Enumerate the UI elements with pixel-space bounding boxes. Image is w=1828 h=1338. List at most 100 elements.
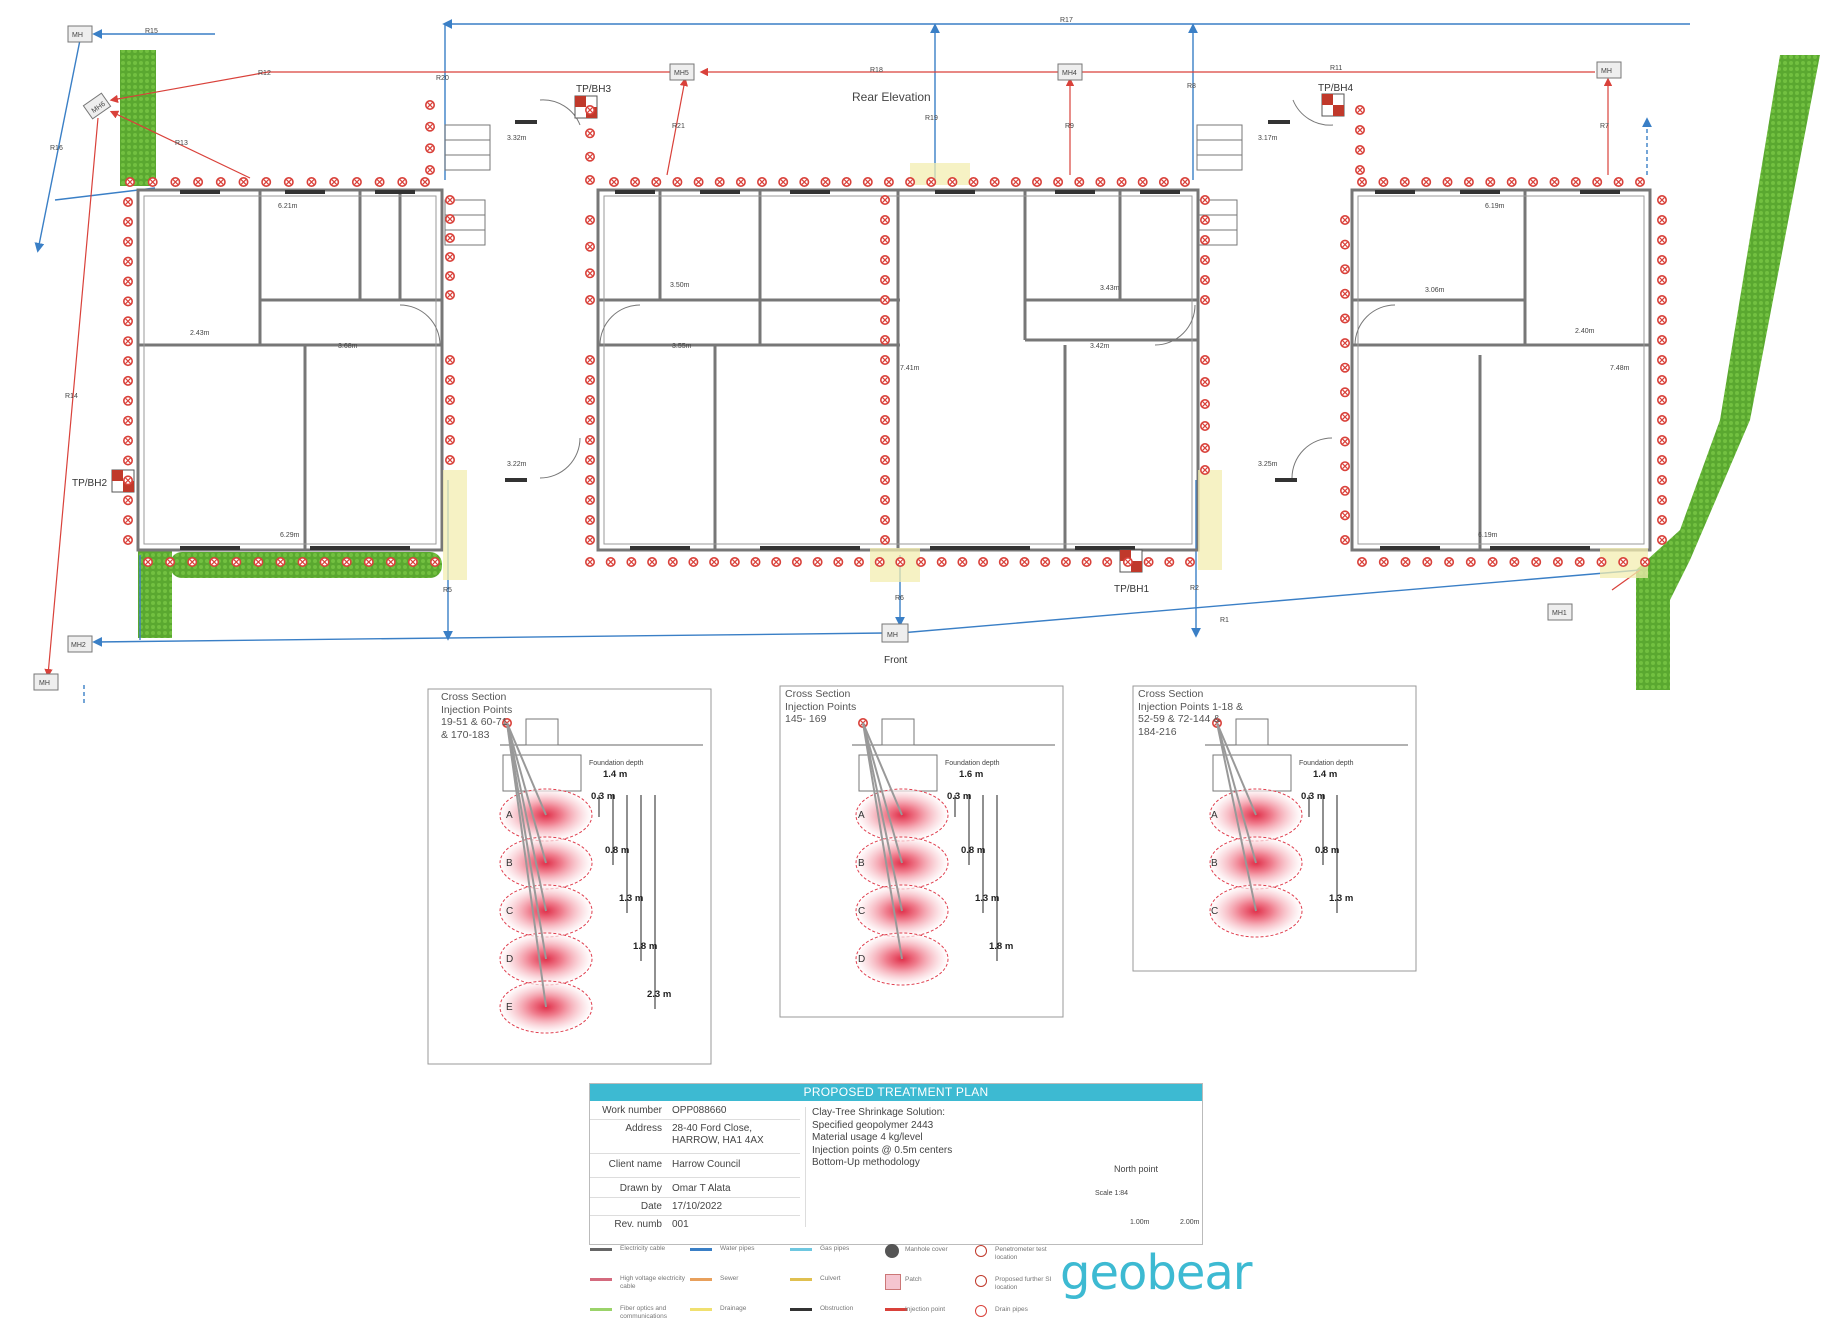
legend-label: Fiber optics and communications bbox=[620, 1305, 667, 1320]
injection-point bbox=[756, 177, 768, 187]
injection-point bbox=[735, 177, 746, 187]
injection-point bbox=[879, 294, 891, 306]
legend-label: High voltage electricity cable bbox=[620, 1275, 686, 1290]
legend-label: Proposed further SI location bbox=[995, 1276, 1052, 1291]
injection-point bbox=[1081, 556, 1092, 568]
injection-point bbox=[584, 175, 596, 185]
injection-point bbox=[351, 177, 362, 187]
tb-row-client: Client name Harrow Council bbox=[590, 1159, 800, 1178]
injection-point bbox=[1032, 177, 1042, 187]
injection-point bbox=[879, 354, 891, 366]
hedge-right bbox=[1636, 55, 1820, 690]
injection-point bbox=[1122, 556, 1133, 568]
scale-label: Scale 1:84 bbox=[1095, 1190, 1129, 1197]
injection-point bbox=[165, 556, 176, 568]
level-label: E bbox=[506, 1002, 513, 1013]
injection-point bbox=[123, 197, 133, 207]
borehole-markers bbox=[111, 93, 1345, 573]
run-labels: R15 R16 R17 R18 R19 R20 R21 R13 R14 R12 … bbox=[50, 17, 1609, 624]
foundation-block bbox=[1235, 718, 1269, 746]
svg-text:6.29m: 6.29m bbox=[280, 532, 300, 539]
injection-point bbox=[147, 177, 158, 187]
injection-lance bbox=[506, 722, 547, 912]
legend-swatch bbox=[590, 1278, 612, 1281]
injection-point bbox=[1095, 177, 1106, 187]
xs2-subtitle: Injection Points bbox=[785, 700, 857, 713]
injection-point bbox=[853, 556, 865, 568]
injection-point bbox=[1574, 556, 1585, 568]
injection-point bbox=[688, 556, 699, 568]
legend-swatch bbox=[790, 1278, 812, 1281]
injection-point bbox=[879, 215, 891, 225]
injection-point bbox=[605, 556, 616, 568]
injection-point bbox=[1200, 398, 1210, 410]
injection-point bbox=[123, 356, 133, 367]
injection-point bbox=[1357, 177, 1367, 187]
injection-point bbox=[1340, 313, 1350, 324]
injection-point bbox=[799, 177, 810, 187]
injection-point bbox=[874, 556, 885, 568]
injection-lance bbox=[862, 722, 903, 864]
tb-row-date: Date 17/10/2022 bbox=[590, 1201, 800, 1216]
legend-swatch bbox=[590, 1308, 612, 1311]
injection-point bbox=[193, 177, 204, 187]
injection-point bbox=[1596, 556, 1607, 568]
injection-point bbox=[915, 556, 927, 568]
injection-point bbox=[215, 177, 226, 187]
injection-point bbox=[584, 434, 596, 446]
injection-point bbox=[998, 556, 1009, 568]
injection-point bbox=[1340, 436, 1350, 447]
injection-point bbox=[123, 316, 133, 327]
svg-text:2.43m: 2.43m bbox=[190, 330, 210, 337]
level-label: C bbox=[858, 906, 865, 917]
foundation-block bbox=[881, 718, 915, 746]
injection-point bbox=[1657, 215, 1667, 225]
injection-point bbox=[1355, 105, 1365, 115]
tb-row-rev: Rev. numb 001 bbox=[614, 1219, 689, 1230]
injection-point bbox=[123, 216, 133, 227]
injection-point bbox=[1657, 474, 1667, 486]
injection-point bbox=[253, 556, 264, 568]
injection-point bbox=[1355, 145, 1365, 155]
manhole-label-mh1: MH1 bbox=[1552, 610, 1567, 617]
injection-point bbox=[444, 434, 456, 446]
injection-point bbox=[978, 556, 989, 568]
svg-text:R15: R15 bbox=[145, 28, 158, 35]
injection-points bbox=[123, 100, 1667, 568]
level-label: D bbox=[506, 954, 513, 965]
injection-point bbox=[1200, 464, 1210, 476]
level-label: B bbox=[506, 858, 513, 869]
depth-label: 0.8 m bbox=[605, 845, 629, 856]
injection-point bbox=[584, 105, 596, 115]
foundation-depth-value: 1.4 m bbox=[603, 769, 627, 780]
svg-text:R19: R19 bbox=[925, 115, 938, 122]
injection-point bbox=[879, 255, 891, 266]
depth-label: 1.8 m bbox=[989, 941, 1013, 952]
injection-point bbox=[1485, 177, 1496, 187]
injection-lance bbox=[862, 722, 903, 960]
injection-point bbox=[1549, 177, 1560, 187]
injection-point bbox=[123, 296, 133, 307]
xs1-title: Cross Section bbox=[441, 691, 507, 703]
injection-point bbox=[584, 215, 596, 225]
injection-point bbox=[123, 534, 133, 546]
injection-point bbox=[424, 143, 436, 154]
legend-swatch bbox=[885, 1244, 899, 1258]
injection-point bbox=[1570, 177, 1581, 187]
injection-point bbox=[584, 151, 596, 162]
injection-point bbox=[1618, 556, 1629, 568]
injection-point bbox=[1528, 177, 1539, 187]
xs3-subtitle: Injection Points 1-18 & bbox=[1138, 700, 1244, 713]
injection-point bbox=[1180, 177, 1190, 187]
injection-point bbox=[1592, 177, 1603, 187]
injection-point bbox=[729, 556, 740, 568]
injection-point bbox=[1164, 556, 1175, 568]
injection-point bbox=[883, 177, 894, 187]
injection-point bbox=[1340, 411, 1350, 422]
manhole-label-mh-front: MH bbox=[39, 680, 50, 687]
depth-label: 0.8 m bbox=[961, 845, 985, 856]
foundation-depth-label: Foundation depth bbox=[945, 760, 1000, 767]
